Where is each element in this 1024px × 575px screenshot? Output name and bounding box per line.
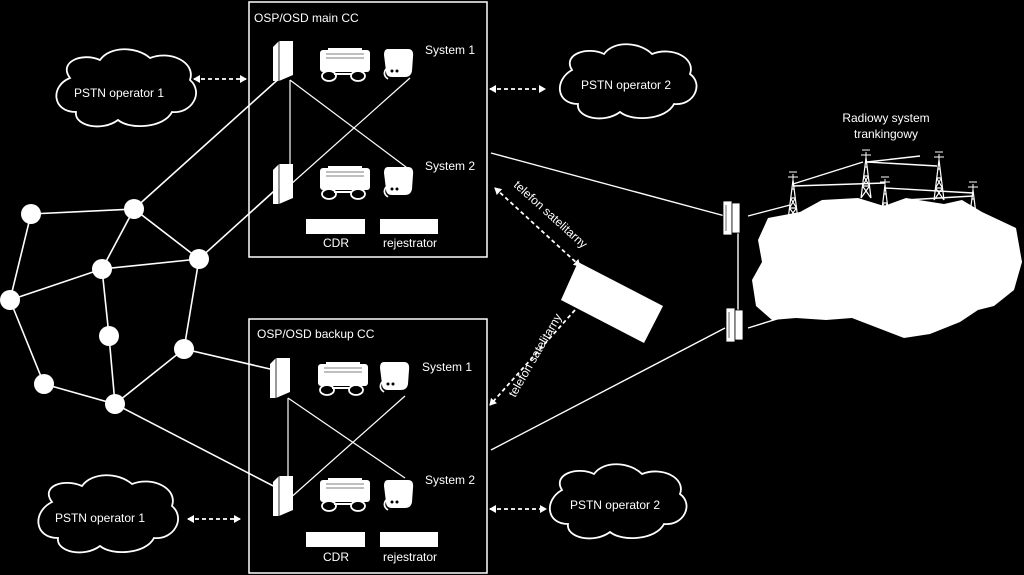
network-node [34, 374, 54, 394]
satellite-link-bottom-label: telefon satelitarny [505, 311, 564, 399]
recorder-box [380, 532, 438, 547]
fax-icon [317, 361, 369, 396]
main-cdr-label: CDR [323, 236, 349, 250]
trunking-coverage-area [752, 198, 1022, 338]
pstn-cloud-op2-bottom: PSTN operator 2 [548, 463, 688, 540]
pstn-cloud-op1-bottom: PSTN operator 1 [37, 474, 179, 554]
main-cc-title: OSP/OSD main CC [254, 11, 359, 25]
network-node [92, 259, 112, 279]
fax-icon [319, 47, 371, 82]
trunking-title-line1: Radiowy system [842, 111, 929, 125]
main-cc-box: OSP/OSD main CC System 1 System 2 CDR re… [248, 1, 488, 258]
trunking-links [490, 152, 974, 451]
network-node [105, 394, 125, 414]
pstn-op1-bottom-label: PSTN operator 1 [55, 511, 145, 525]
main-recorder-label: rejestrator [383, 236, 437, 250]
pstn-op2-bottom-label: PSTN operator 2 [570, 498, 660, 512]
phone-icon [379, 361, 410, 393]
switch-icon [269, 357, 291, 399]
backup-system1-label: System 1 [422, 360, 472, 374]
mesh-network [9, 74, 284, 492]
fax-icon [319, 477, 371, 512]
phone-icon [383, 479, 414, 511]
pstn-links [187, 75, 547, 523]
network-node [99, 326, 119, 346]
pstn-cloud-op2-top: PSTN operator 2 [558, 43, 698, 120]
satellite-terminal-icon [561, 262, 663, 343]
cdr-box [306, 532, 365, 547]
trunking-title-line2: trankingowy [854, 127, 918, 141]
cdr-box [306, 219, 365, 234]
backup-cc-title: OSP/OSD backup CC [257, 327, 375, 341]
recorder-box [380, 219, 438, 234]
pstn-op1-top-label: PSTN operator 1 [74, 86, 164, 100]
main-system1-label: System 1 [425, 43, 475, 57]
backup-recorder-label: rejestrator [383, 550, 437, 564]
switch-icon [272, 163, 294, 205]
pstn-op2-top-label: PSTN operator 2 [581, 78, 671, 92]
backup-cdr-label: CDR [323, 550, 349, 564]
antenna-tower-icon [933, 151, 945, 201]
phone-icon [383, 166, 414, 198]
phone-icon [383, 48, 414, 80]
pstn-cloud-op1-top: PSTN operator 1 [55, 48, 197, 128]
backup-cc-links [287, 395, 406, 501]
main-cc-links [289, 77, 411, 186]
network-node [189, 249, 209, 269]
radio-interface-icon [722, 200, 741, 236]
backup-cc-box: OSP/OSD backup CC System 1 System 2 CDR … [248, 318, 488, 574]
mesh-nodes [0, 199, 209, 414]
antenna-tower-icon [879, 176, 891, 226]
backup-system2-label: System 2 [425, 473, 475, 487]
network-node [174, 339, 194, 359]
radio-interface-icon [725, 307, 744, 343]
antenna-tower-icon [787, 171, 799, 221]
network-node [0, 290, 20, 310]
switch-icon [272, 475, 294, 517]
network-node [21, 204, 41, 224]
fax-icon [319, 165, 371, 200]
antenna-tower-icon [860, 149, 872, 199]
network-node [124, 199, 144, 219]
main-system2-label: System 2 [425, 159, 475, 173]
switch-icon [272, 40, 294, 82]
satellite-links [489, 187, 581, 406]
